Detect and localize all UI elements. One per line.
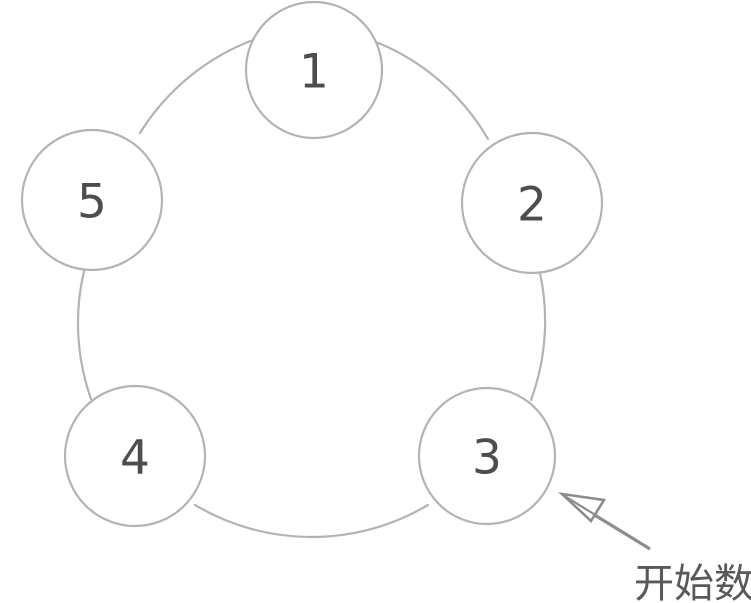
start-annotation-label: 开始数: [634, 561, 751, 603]
node-5-circle[interactable]: [20, 128, 164, 272]
node-4[interactable]: 4: [63, 384, 207, 528]
node-1-label: 1: [299, 45, 329, 100]
node-1-circle[interactable]: [244, 0, 384, 140]
start-annotation-arrow: [558, 492, 651, 551]
node-5-label: 5: [77, 175, 107, 230]
node-2-circle[interactable]: [460, 131, 604, 275]
node-3[interactable]: 3: [417, 386, 557, 526]
ring-links-group: [76, 38, 547, 539]
arrow-head-spine: [562, 494, 598, 517]
link-arc-1-to-2: [374, 40, 490, 141]
node-4-label: 4: [120, 431, 150, 486]
link-arc-4-to-5: [76, 269, 93, 401]
node-2-label: 2: [517, 178, 547, 233]
node-3-label: 3: [472, 431, 502, 486]
node-5[interactable]: 5: [20, 128, 164, 272]
arrow-shaft-line: [592, 512, 651, 551]
node-2[interactable]: 2: [460, 131, 604, 275]
node-3-circle[interactable]: [417, 386, 557, 526]
node-4-circle[interactable]: [63, 384, 207, 528]
node-1[interactable]: 1: [244, 0, 384, 140]
link-arc-3-to-4: [193, 503, 430, 539]
link-arc-5-to-1: [138, 38, 255, 135]
link-arc-2-to-3: [529, 271, 547, 402]
